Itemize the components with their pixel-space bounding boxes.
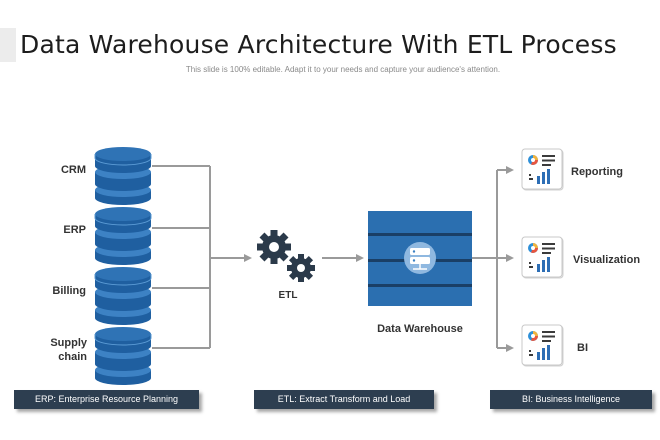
output-label-visualization: Visualization — [573, 254, 641, 266]
gears-icon — [257, 230, 315, 282]
output-label-bi: BI — [577, 342, 588, 354]
page-subtitle: This slide is 100% editable. Adapt it to… — [185, 65, 501, 74]
source-label-crm: CRM — [60, 164, 86, 176]
footer-erp-definition: ERP: Enterprise Resource Planning — [14, 390, 199, 409]
page-title: Data Warehouse Architecture With ETL Pro… — [20, 30, 617, 59]
arrow-to-etl — [244, 254, 252, 262]
supply-chain-database-icon — [94, 326, 152, 386]
footer-etl-definition: ETL: Extract Transform and Load — [254, 390, 434, 409]
arrow-to-bi — [506, 344, 514, 352]
arrow-to-reporting — [506, 166, 514, 174]
output-connectors — [472, 169, 508, 349]
crm-database-icon — [94, 146, 152, 206]
reporting-dashboard-icon — [521, 148, 564, 191]
warehouse-label: Data Warehouse — [377, 323, 463, 335]
source-label-supply-chain: Supply chain — [50, 337, 87, 363]
footer-bi-definition: BI: Business Intelligence — [490, 390, 652, 409]
title-accent — [0, 28, 16, 62]
source-label-billing: Billing — [52, 285, 86, 297]
server-icon — [404, 242, 436, 274]
output-label-reporting: Reporting — [571, 166, 623, 178]
billing-database-icon — [94, 266, 152, 326]
bi-dashboard-icon — [521, 324, 564, 367]
arrow-to-visualization — [506, 254, 514, 262]
source-label-erp: ERP — [63, 224, 86, 236]
visualization-dashboard-icon — [521, 236, 564, 279]
source-connectors — [152, 165, 248, 349]
arrow-to-warehouse — [356, 254, 364, 262]
erp-database-icon — [94, 206, 152, 266]
etl-label: ETL — [278, 290, 298, 301]
